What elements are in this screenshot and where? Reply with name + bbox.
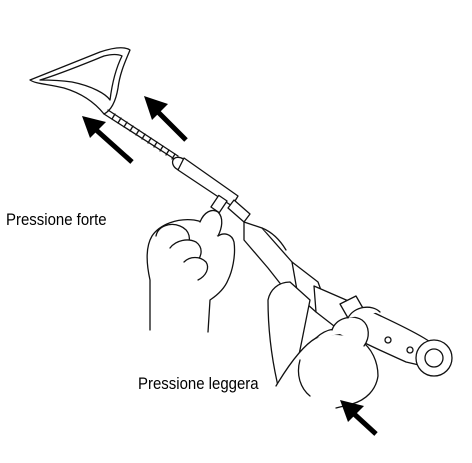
upper-hand-icon: [147, 210, 234, 332]
implant-frame: [30, 48, 130, 114]
strong-pressure-label: Pressione forte: [6, 210, 107, 230]
bottom-arrow-icon: [340, 400, 376, 434]
light-pressure-label: Pressione leggera: [138, 374, 259, 394]
upper-arrow-icon: [144, 96, 186, 140]
middle-arrow-icon: [82, 116, 132, 162]
